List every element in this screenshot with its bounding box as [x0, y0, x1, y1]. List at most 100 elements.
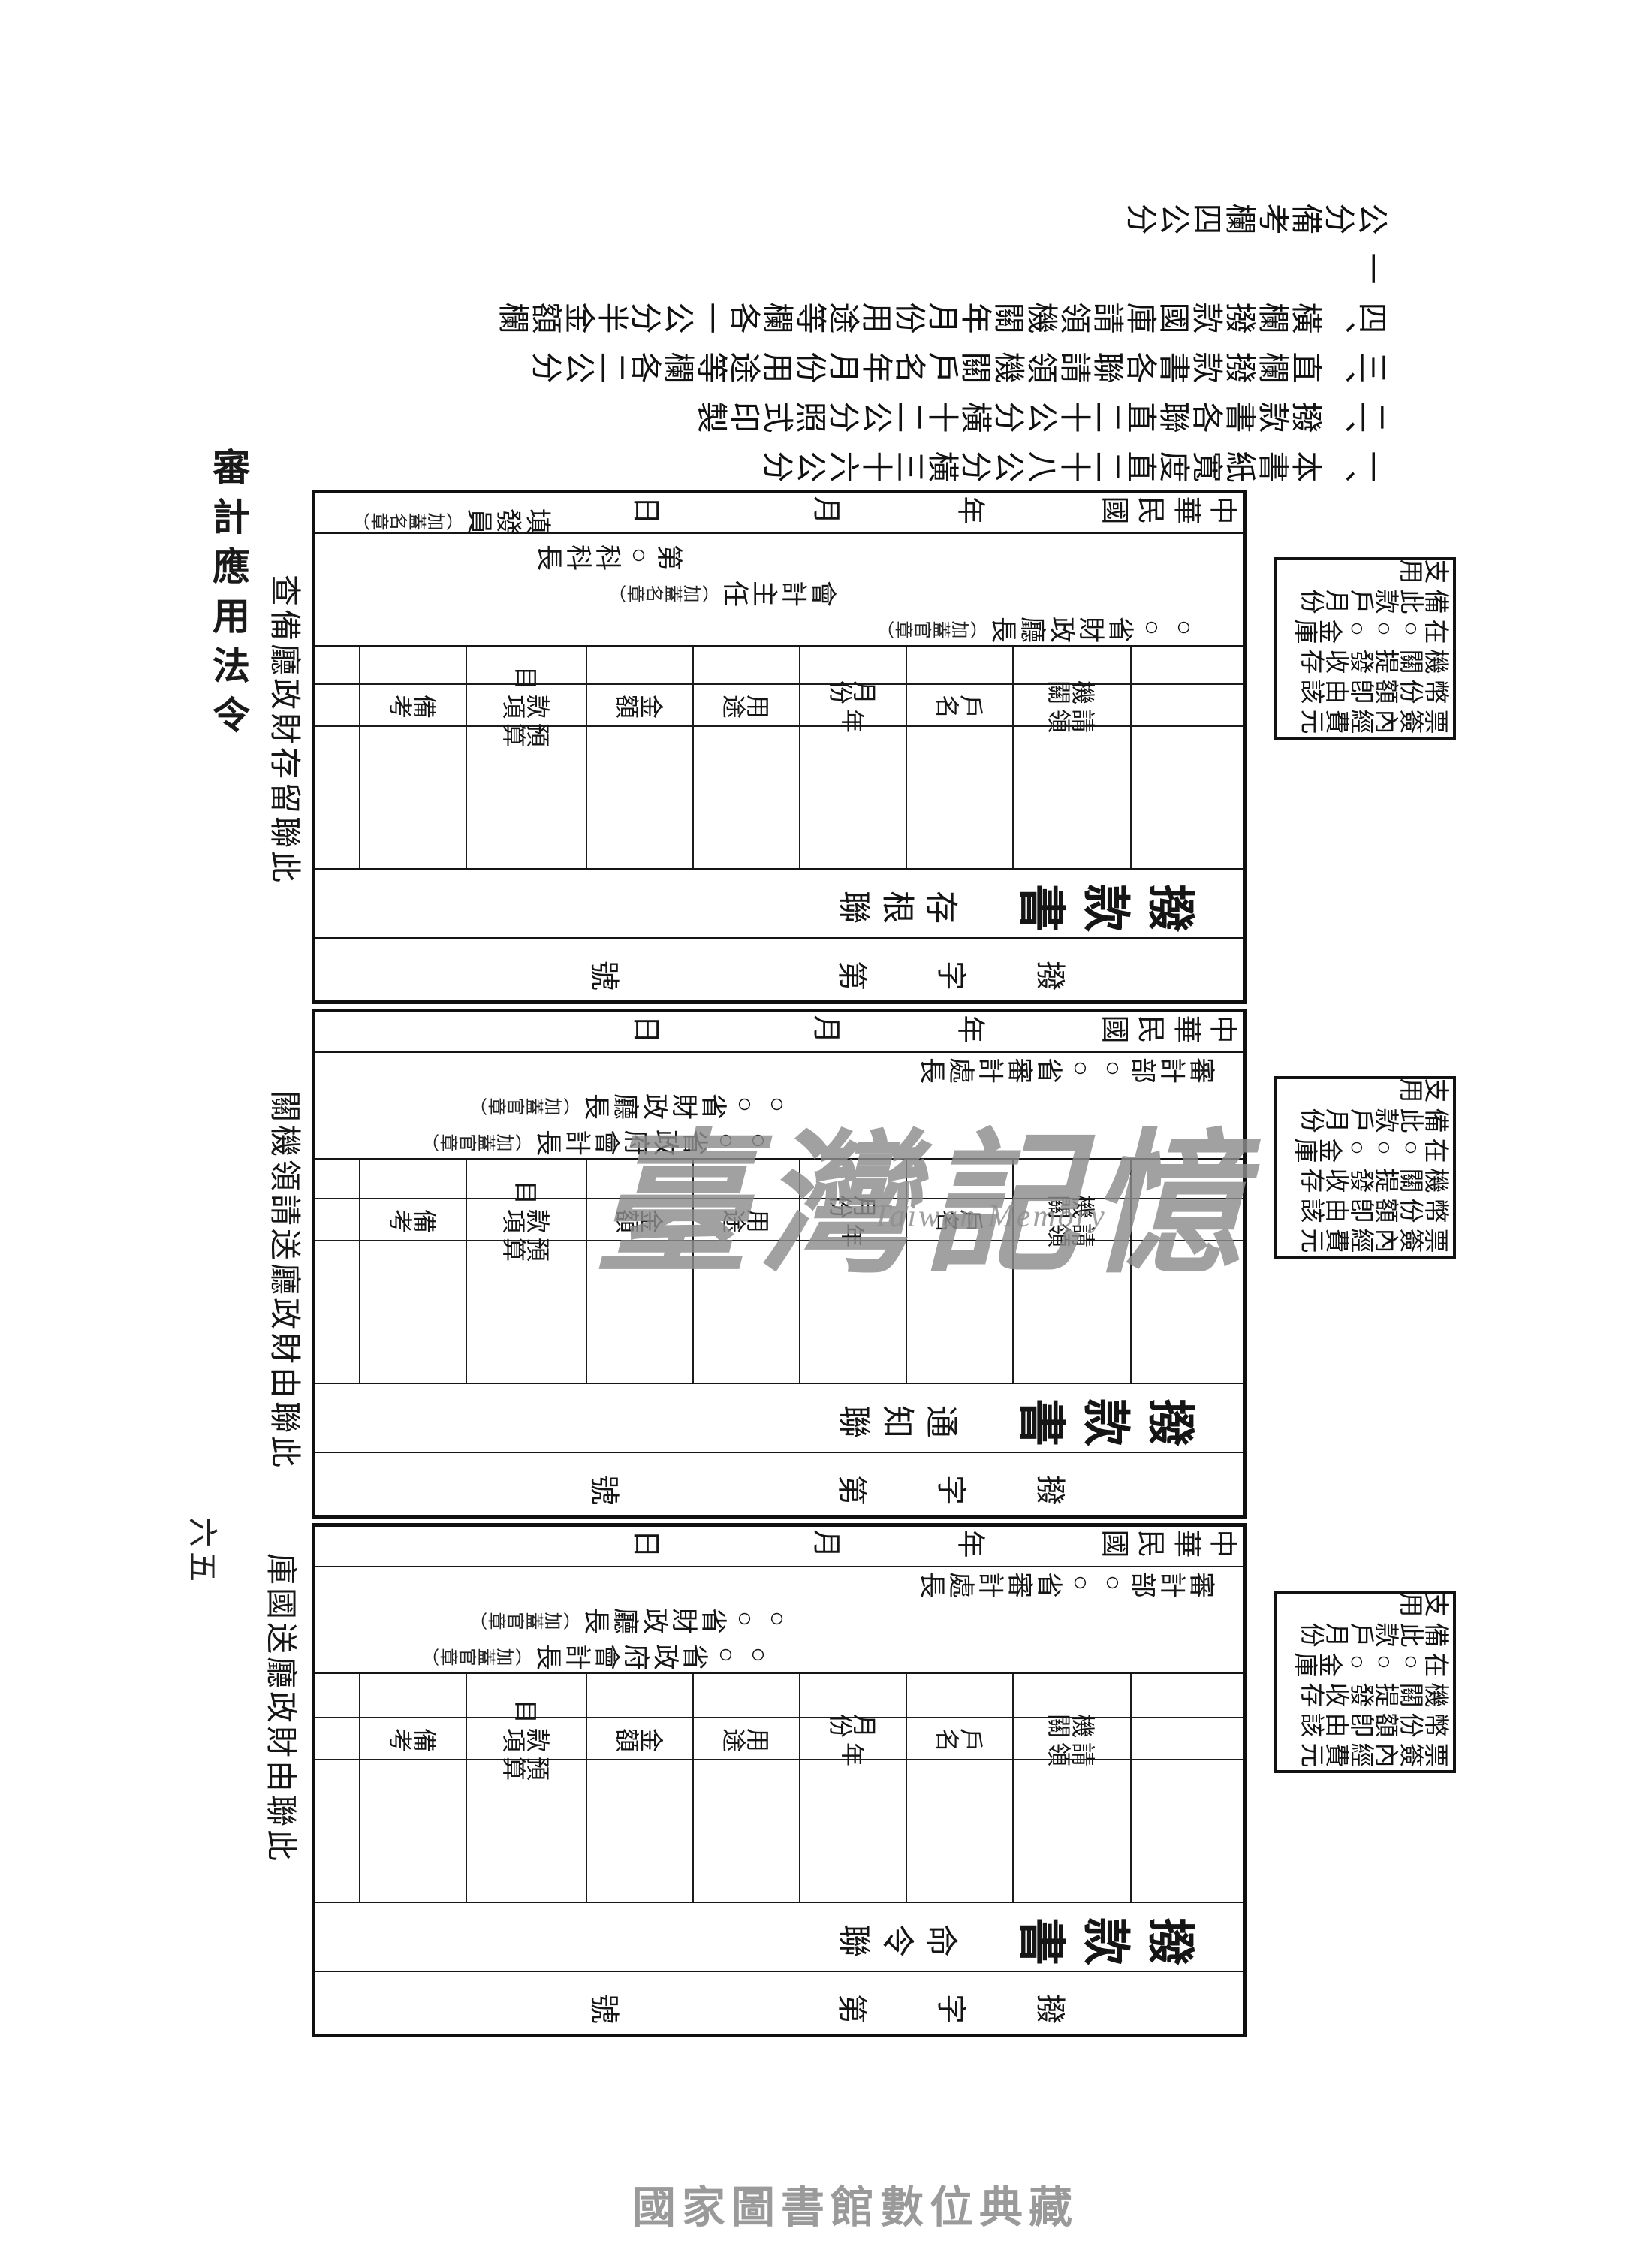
- field-label: 戶名: [907, 1717, 1012, 1760]
- form-3-footer-caption-wrap: 庫國送廳政財由聯此: [261, 1553, 297, 1906]
- fill-cell: [467, 1760, 586, 1902]
- fill-cell: [907, 1760, 1012, 1902]
- fill-cell: [694, 1241, 799, 1383]
- form-2-footer-caption-wrap: 關機領請送廳政財由聯此: [264, 1090, 301, 1516]
- fill-cell: [800, 1241, 906, 1383]
- fill-cell: [587, 647, 692, 683]
- form-3-footer-caption: 庫國送廳政財由聯此: [263, 1553, 297, 1865]
- signature: 會計主任（加蓋名章）: [607, 577, 837, 606]
- format-notes-wrap: 一、本書紙寬度直二十八公分橫三十六公分 二、撥款書各聯直二十公分橫十二公分照式印…: [496, 198, 1389, 488]
- form-1-stamp-box: 票簽內經費元幣份額卽由該機關提發收存在○○○金庫備此款戶月份支用: [1274, 555, 1456, 740]
- form-2-serial-line: 撥 字 第 號: [315, 1452, 1243, 1515]
- field-label: 備考: [360, 1717, 466, 1760]
- form-1-serial-line: 撥 字 第 號: [315, 937, 1243, 1000]
- fill-cell: [694, 1160, 799, 1198]
- fill-cell: [467, 1241, 586, 1383]
- fill-cell: [800, 727, 906, 868]
- field-label: 備考: [360, 683, 466, 727]
- form-3-signatures: ○○省政府會計長（加蓋官章） ○○省財政廳長（加蓋官章） 審計部○○省審計處長: [315, 1566, 1243, 1672]
- field-label: 預算 款項 目: [467, 1178, 586, 1262]
- field-label: 用途: [694, 1198, 799, 1241]
- fill-cell: [360, 1160, 466, 1198]
- field-label: 請領 機關: [1014, 1711, 1130, 1766]
- fill-cell: [587, 1674, 692, 1717]
- form-1-wrap: 撥 字 第 號 撥款書 存根聯 請領 機關 戶名 年 月份 用途 金額 預算 款…: [312, 490, 1247, 1004]
- fill-cell: [587, 1760, 692, 1902]
- fill-cell: [587, 1241, 692, 1383]
- form-2-signatures: ○○省政府會計長（加蓋官章） ○○省財政廳長（加蓋官章） 審計部○○省審計處長: [315, 1051, 1243, 1158]
- form-1-stamp-box-wrap: 票簽內經費元幣份額卽由該機關提發收存在○○○金庫備此款戶月份支用: [1274, 555, 1457, 740]
- fill-cell: [694, 647, 799, 683]
- archive-caption: 國家圖書館數位典藏: [632, 2183, 1079, 2232]
- signature: 審計部○○省審計處長: [917, 1568, 1216, 1597]
- field-label: 請領 機關: [1014, 677, 1130, 733]
- form-1-signatures: ○○省財政廳長（加蓋官章） 會計主任（加蓋名章） 第○科科長 填發員（加蓋名章）: [315, 505, 1243, 645]
- field-label: 備考: [360, 1198, 466, 1241]
- format-notes: 一、本書紙寬度直二十八公分橫三十六公分 二、撥款書各聯直二十公分橫十二公分照式印…: [496, 198, 1389, 488]
- signature: ○○省財政廳長（加蓋官章）: [469, 1090, 792, 1119]
- form-1-grid: 請領 機關 戶名 年 月份 用途 金額 預算 款項 目 備考: [315, 645, 1243, 868]
- signature: 填發員（加蓋名章）: [351, 505, 552, 534]
- field-label: 戶名: [907, 683, 1012, 727]
- fill-cell: [360, 1760, 466, 1902]
- note-3: 三、直欄撥款書各聯請領機關戶名年月份用途等欄各二公分: [530, 347, 1389, 382]
- note-2: 二、撥款書各聯直二十公分橫十二公分照式印製: [695, 397, 1389, 431]
- form-3-disbursement-order: 撥 字 第 號 撥款書 命令聯 請領 機關 戶名 年 月份 用途 金額 預算 款…: [312, 1523, 1247, 2037]
- page-number: 六五: [185, 1517, 219, 1586]
- signature: 審計部○○省審計處長: [917, 1054, 1216, 1083]
- signature: 第○科科長: [534, 541, 683, 570]
- form-2-disbursement-notice: 撥 字 第 號 撥款書 通知聯 請領 機關 戶名 年 月份 用途 金額 預算 款…: [312, 1009, 1247, 1519]
- form-1-disbursement-stub: 撥 字 第 號 撥款書 存根聯 請領 機關 戶名 年 月份 用途 金額 預算 款…: [312, 490, 1247, 1004]
- form-3-stamp-box: 票簽內經費元幣份額卽由該機關提發收存在○○○金庫備此款戶月份支用: [1274, 1588, 1456, 1773]
- form-1-footer-caption-wrap: 查備廳政財存留聯此: [264, 575, 301, 927]
- fill-cell: [360, 1674, 466, 1717]
- fill-cell: [467, 727, 586, 868]
- form-2-date-line: 中華民國 年 月 日: [626, 1010, 1238, 1042]
- fill-cell: [907, 1241, 1012, 1383]
- form-2-title-col: 撥款書 通知聯: [315, 1383, 1243, 1452]
- form-2-footer-caption: 關機領請送廳政財由聯此: [267, 1090, 301, 1471]
- fill-cell: [587, 727, 692, 868]
- field-label: 年 月份: [800, 1192, 906, 1247]
- signature: ○○省財政廳長（加蓋官章）: [469, 1604, 792, 1633]
- form-3-title-col: 撥款書 命令聯: [315, 1902, 1243, 1971]
- fill-cell: [907, 727, 1012, 868]
- form-3-grid: 請領 機關 戶名 年 月份 用途 金額 預算 款項 目 備考: [315, 1672, 1243, 1902]
- form-2-wrap: 撥 字 第 號 撥款書 通知聯 請領 機關 戶名 年 月份 用途 金額 預算 款…: [312, 1009, 1247, 1519]
- page-number-wrap: 六五: [185, 1517, 227, 1589]
- field-label: 用途: [694, 683, 799, 727]
- signature: ○○省政府會計長（加蓋官章）: [421, 1640, 773, 1669]
- form-2-grid: 請領 機關 戶名 年 月份 用途 金額 預算 款項 目 備考: [315, 1158, 1243, 1383]
- fill-cell: [907, 647, 1012, 683]
- form-3-date-line: 中華民國 年 月 日: [626, 1525, 1238, 1556]
- form-3-serial-line: 撥 字 第 號: [315, 1971, 1243, 2034]
- field-label: 年 月份: [800, 1711, 906, 1766]
- fill-cell: [587, 1160, 692, 1198]
- field-label: 用途: [694, 1717, 799, 1760]
- field-label: 年 月份: [800, 677, 906, 733]
- form-3-title: 撥款書: [1002, 1911, 1196, 1964]
- form-1-copy-label: 存根聯: [828, 885, 959, 922]
- form-1-footer-caption: 查備廳政財存留聯此: [267, 575, 301, 886]
- book-running-header: 審計應用法令: [207, 448, 249, 745]
- field-label: 金額: [587, 683, 692, 727]
- form-2-stamp-box: 票簽內經費元幣份額卽由該機關提發收存在○○○金庫備此款戶月份支用: [1274, 1074, 1456, 1259]
- form-1-title-col: 撥款書 存根聯: [315, 868, 1243, 937]
- note-4: 四、橫欄撥款國庫請領機關年月份用途等欄各一公分半金額欄一: [497, 248, 1389, 332]
- note-4-continued: 公分備考欄四公分: [1125, 198, 1389, 233]
- form-2-copy-label: 通知聯: [828, 1400, 959, 1437]
- fill-cell: [360, 647, 466, 683]
- signature: ○○省財政廳長（加蓋官章）: [876, 613, 1199, 642]
- fill-cell: [694, 1760, 799, 1902]
- field-label: 金額: [587, 1198, 692, 1241]
- fill-cell: [1014, 727, 1130, 868]
- signature: ○○省政府會計長（加蓋官章）: [421, 1126, 773, 1155]
- fill-cell: [907, 1674, 1012, 1717]
- fill-cell: [360, 727, 466, 868]
- fill-cell: [800, 1760, 906, 1902]
- form-3-wrap: 撥 字 第 號 撥款書 命令聯 請領 機關 戶名 年 月份 用途 金額 預算 款…: [312, 1523, 1247, 2037]
- fill-cell: [360, 1241, 466, 1383]
- field-label: 金額: [587, 1717, 692, 1760]
- form-1-title: 撥款書: [1002, 877, 1196, 930]
